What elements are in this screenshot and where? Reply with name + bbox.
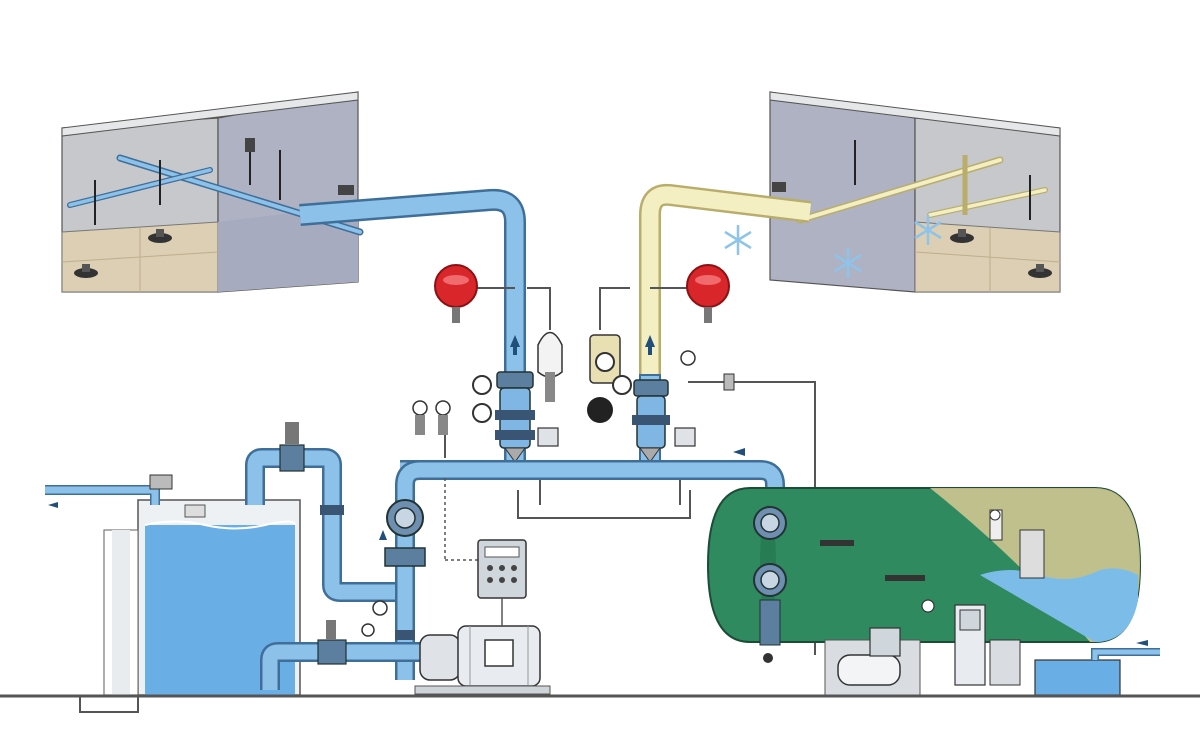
tank-inlet-pipe — [45, 474, 173, 508]
sprinkler-head-icon — [772, 182, 786, 192]
snowflake-icon — [914, 215, 942, 245]
control-panel — [444, 478, 527, 626]
dry-area — [724, 91, 1061, 293]
sprinkler-head-icon — [1028, 264, 1052, 278]
valve-handle-icon — [723, 373, 735, 391]
jockey-pump — [954, 604, 1021, 686]
sprinkler-head-icon — [950, 229, 974, 243]
fire-pump — [414, 625, 551, 695]
pump-discharge-riser — [379, 460, 426, 680]
wet-area — [61, 91, 364, 293]
flow-arrow-icon — [645, 335, 655, 355]
snowflake-icon — [834, 248, 862, 278]
sprinkler-head-icon — [148, 229, 172, 243]
flow-arrow-icon — [510, 335, 520, 355]
air-compressor — [824, 599, 935, 696]
snowflake-icon — [724, 225, 752, 255]
pressure-tank — [706, 487, 1142, 663]
sprinkler-head-icon — [74, 264, 98, 278]
suction-line — [245, 422, 400, 602]
pump-suction-pipe — [260, 600, 430, 690]
pressure-gauge-icon — [412, 400, 451, 458]
alarm-bell-right — [650, 264, 730, 323]
makeup-water-tank — [1034, 640, 1160, 696]
dry-pipe-valve — [587, 334, 696, 463]
wet-riser-pipe — [299, 188, 526, 470]
sprinkler-head-icon — [338, 185, 354, 195]
main-header-pipe — [400, 448, 785, 510]
wet-alarm-valve — [472, 371, 559, 463]
retard-chamber — [537, 331, 563, 402]
alarm-bell-left — [434, 264, 515, 323]
sprinkler-head-icon — [245, 138, 255, 152]
